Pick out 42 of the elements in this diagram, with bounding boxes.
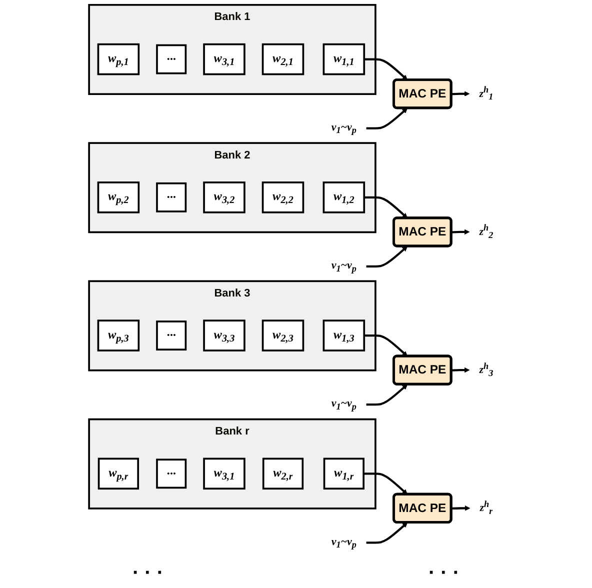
node-box [262, 320, 304, 352]
arrow [364, 334, 408, 357]
arrow [364, 58, 408, 80]
node-text: v$_{1}$~v$_{p}$ [331, 120, 357, 136]
node-box [322, 320, 366, 352]
node-text: v$_{1}$~v$_{p}$ [331, 258, 357, 274]
node-box [156, 458, 187, 489]
node-text: v$_{1}$~v$_{p}$ [331, 535, 357, 550]
arrow [364, 196, 408, 218]
cluster [88, 4, 376, 95]
node-box [262, 182, 304, 214]
arrow [366, 246, 408, 268]
node-box [156, 44, 187, 74]
arrow [366, 522, 408, 544]
cluster [88, 418, 376, 510]
node-box [203, 320, 246, 352]
cluster [88, 280, 376, 372]
arrow [366, 108, 408, 130]
node-box [322, 182, 366, 214]
node-box [203, 43, 246, 76]
node-box [98, 458, 140, 490]
arrow [451, 91, 470, 96]
arrow [366, 384, 408, 406]
node-box [322, 43, 366, 76]
node-box [203, 458, 246, 490]
cluster [88, 142, 376, 234]
arrow [451, 229, 470, 235]
node-box [262, 458, 304, 490]
node-box [156, 182, 187, 212]
arrow [451, 506, 470, 511]
node-box [97, 43, 140, 76]
node-box [262, 43, 304, 76]
node-box [97, 182, 140, 214]
ellipsis-label: · · · [132, 562, 164, 586]
node-box [323, 458, 364, 490]
node-box [203, 182, 246, 214]
node-box [156, 320, 187, 350]
ellipsis-label: · · · [428, 562, 460, 586]
arrow [364, 472, 408, 495]
node-box [97, 320, 140, 352]
node-text: v$_{1}$~v$_{p}$ [331, 396, 357, 412]
arrow [451, 367, 470, 373]
